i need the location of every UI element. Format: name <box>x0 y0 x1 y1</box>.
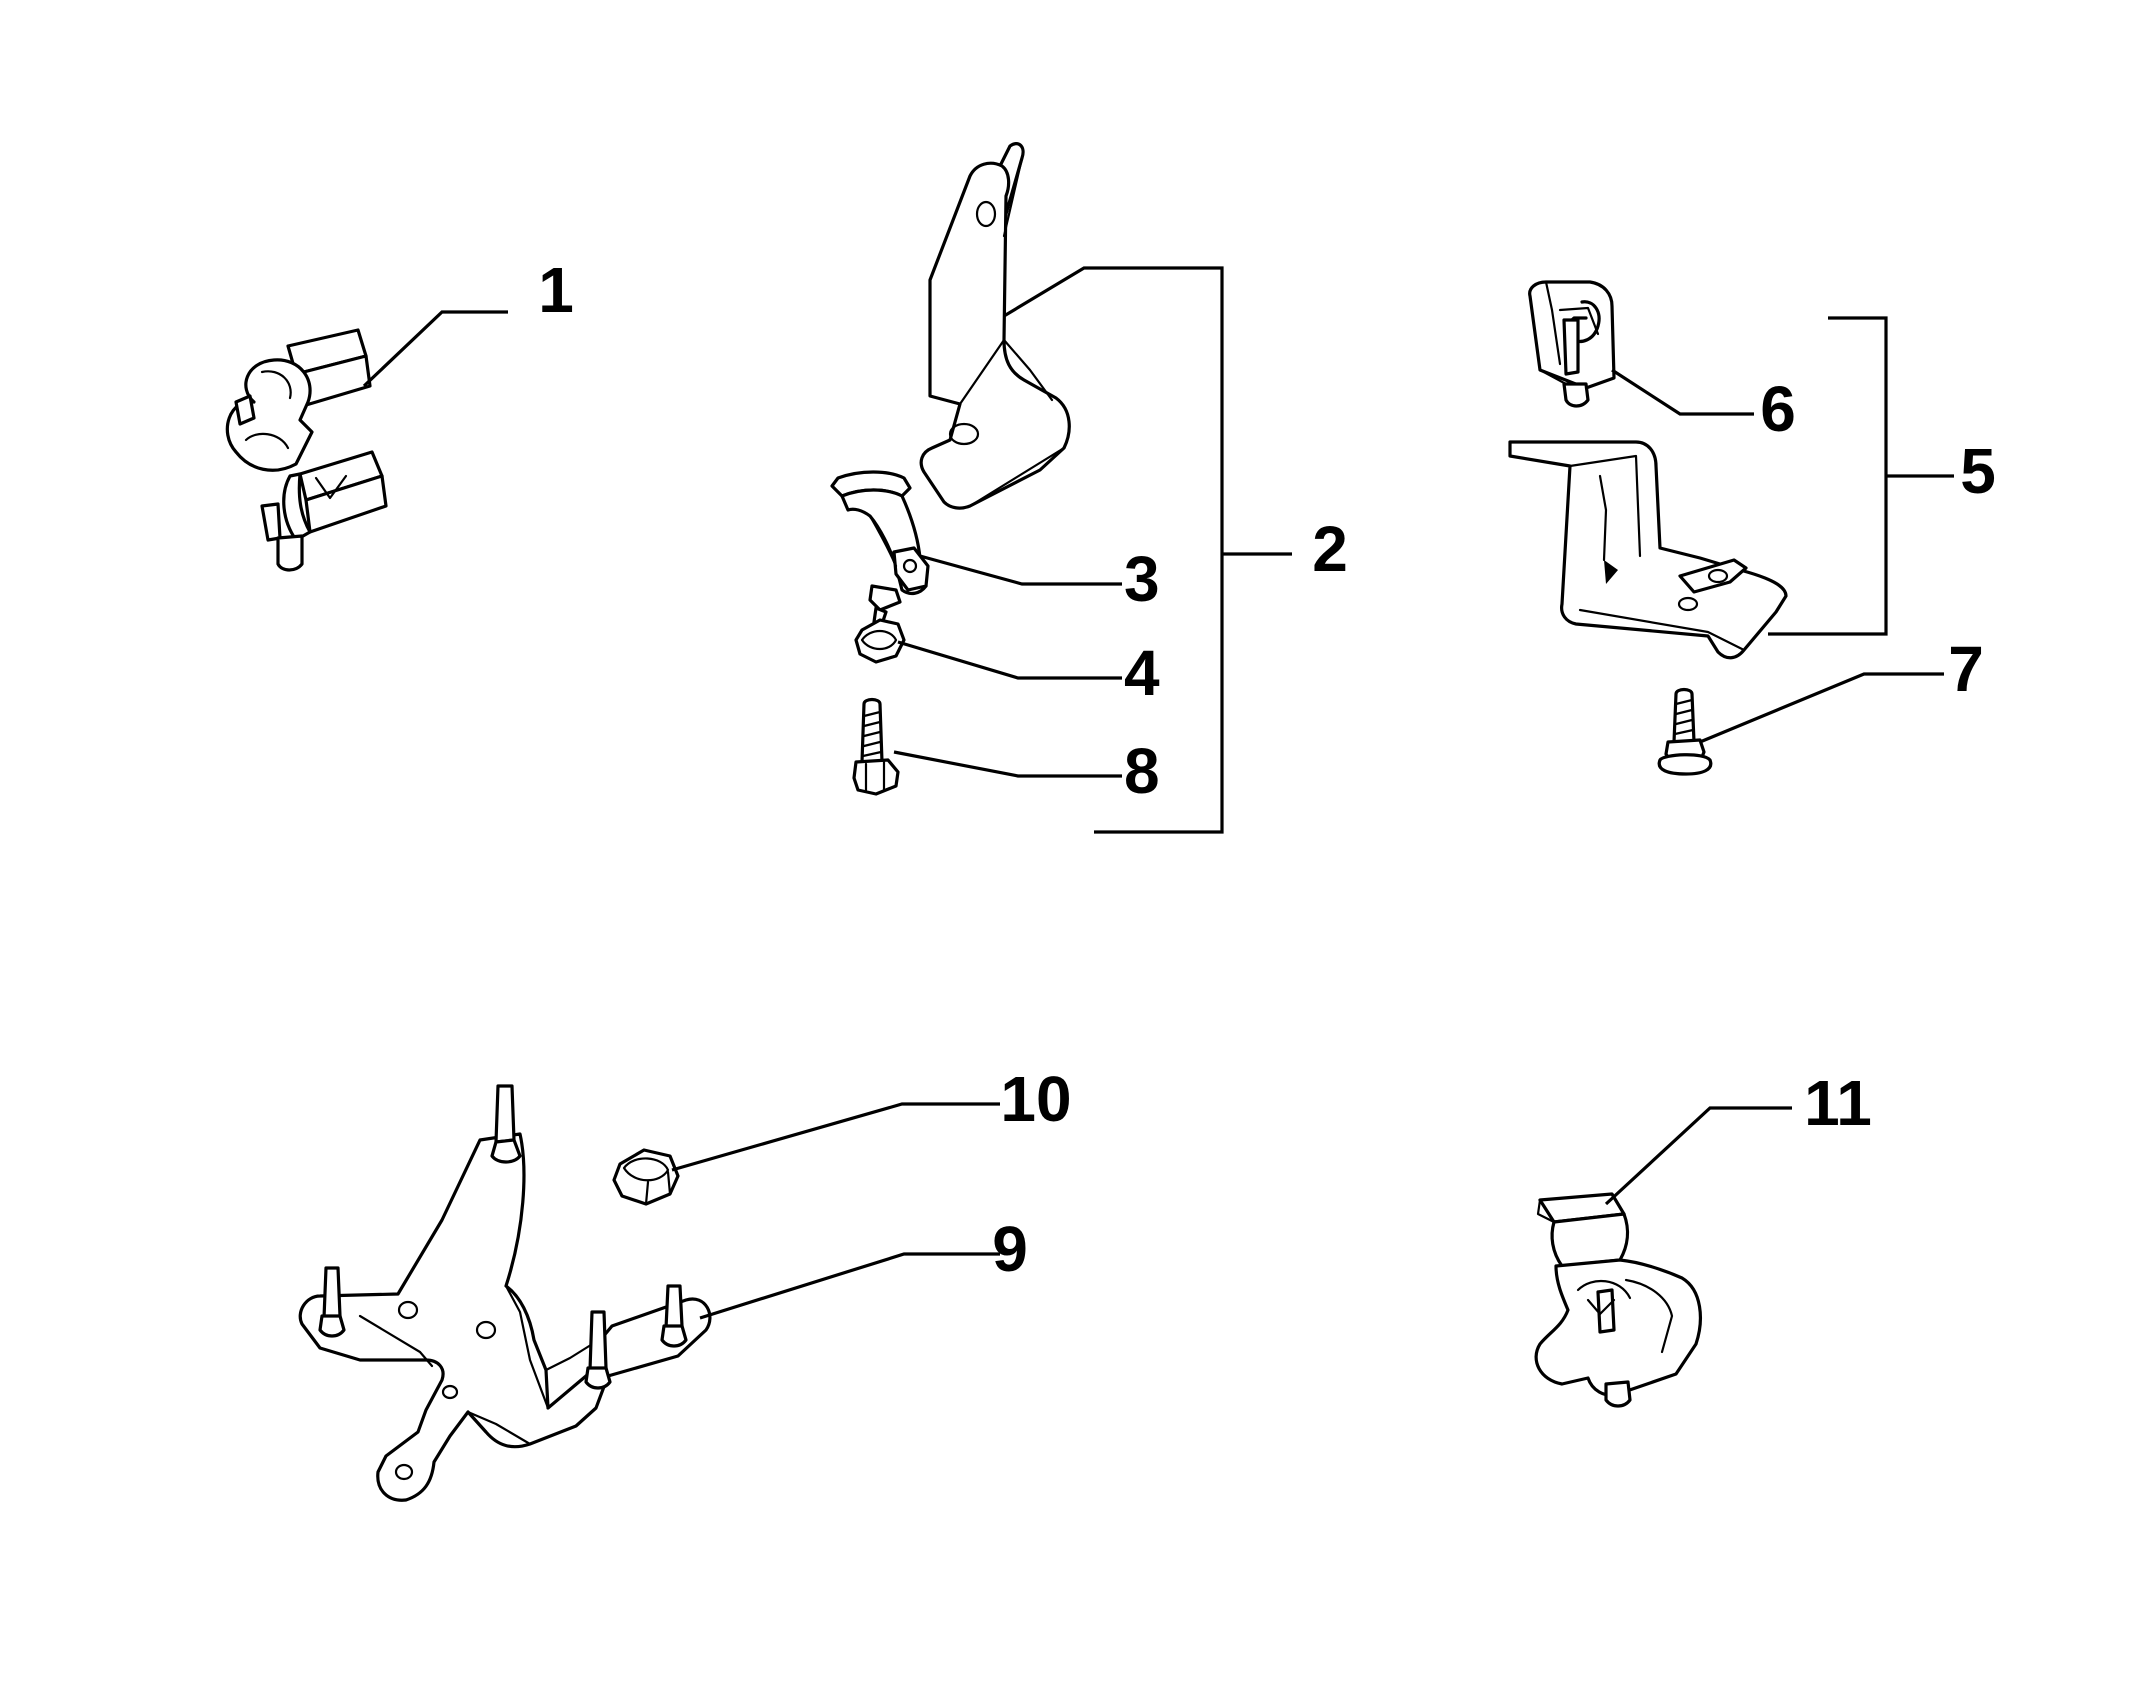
leader-lines <box>362 266 1954 1320</box>
leader-8 <box>893 750 1122 778</box>
callout-6: 6 <box>1760 373 1796 445</box>
leader-9 <box>699 1252 1000 1320</box>
leader-2-bracket <box>1003 266 1224 834</box>
callout-5: 5 <box>1960 435 1996 507</box>
callout-8: 8 <box>1124 735 1160 807</box>
callout-labels: 1 2 3 4 5 6 7 8 9 10 11 <box>538 254 1996 1285</box>
callout-1: 1 <box>538 254 574 326</box>
leader-7 <box>1699 672 1944 744</box>
part-10-hex-nut <box>612 1148 680 1206</box>
leader-4 <box>897 640 1122 680</box>
callout-3: 3 <box>1124 543 1160 615</box>
part-11-pipe-clip <box>1534 1192 1702 1408</box>
part-6-clip-nut <box>1528 280 1616 408</box>
callout-4: 4 <box>1124 637 1160 709</box>
leader-6 <box>1611 368 1754 416</box>
callout-11: 11 <box>1804 1067 1872 1139</box>
part-7-flange-bolt <box>1657 687 1713 776</box>
part-5-bracket <box>1508 440 1788 660</box>
callout-9: 9 <box>992 1213 1028 1285</box>
part-2-bracket <box>919 142 1071 510</box>
callout-2: 2 <box>1312 513 1348 585</box>
callout-10: 10 <box>1000 1063 1071 1135</box>
part-4-hex-nut <box>854 618 906 664</box>
part-3-clamp <box>830 470 930 626</box>
leader-11 <box>1604 1106 1792 1206</box>
leader-1 <box>362 310 508 388</box>
leader-10 <box>671 1102 1000 1172</box>
leader-3 <box>919 554 1122 586</box>
part-1-pipe-clip <box>225 328 388 572</box>
leader-5-bracket <box>1768 316 1888 636</box>
callout-7: 7 <box>1948 633 1984 705</box>
part-9-bracket-studs <box>298 1084 712 1502</box>
part-8-hex-bolt <box>852 697 900 796</box>
